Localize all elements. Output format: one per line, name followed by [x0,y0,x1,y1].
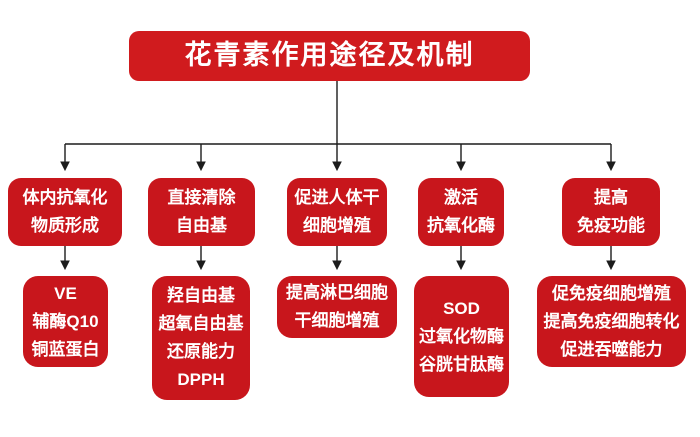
detail-box-immune-function: 促免疫细胞增殖 提高免疫细胞转化 促进吞噬能力 [537,276,686,367]
detail-box-enzyme-activation: SOD 过氧化物酶 谷胱甘肽酶 [414,276,509,397]
branch-box-stem-cell-proliferation: 促进人体干 细胞增殖 [287,178,387,246]
branch-box-immune-function: 提高 免疫功能 [562,178,660,246]
diagram-title: 花青素作用途径及机制 [129,31,530,81]
branch-box-enzyme-activation: 激活 抗氧化酶 [418,178,504,246]
branch-box-free-radical-scavenging: 直接清除 自由基 [148,178,255,246]
detail-box-stem-cell-proliferation: 提高淋巴细胞 干细胞增殖 [277,276,397,338]
detail-box-free-radical-scavenging: 羟自由基 超氧自由基 还原能力 DPPH [152,276,250,400]
branch-box-antioxidant-formation: 体内抗氧化 物质形成 [8,178,122,246]
detail-box-antioxidant-formation: VE 辅酶Q10 铜蓝蛋白 [23,276,108,367]
